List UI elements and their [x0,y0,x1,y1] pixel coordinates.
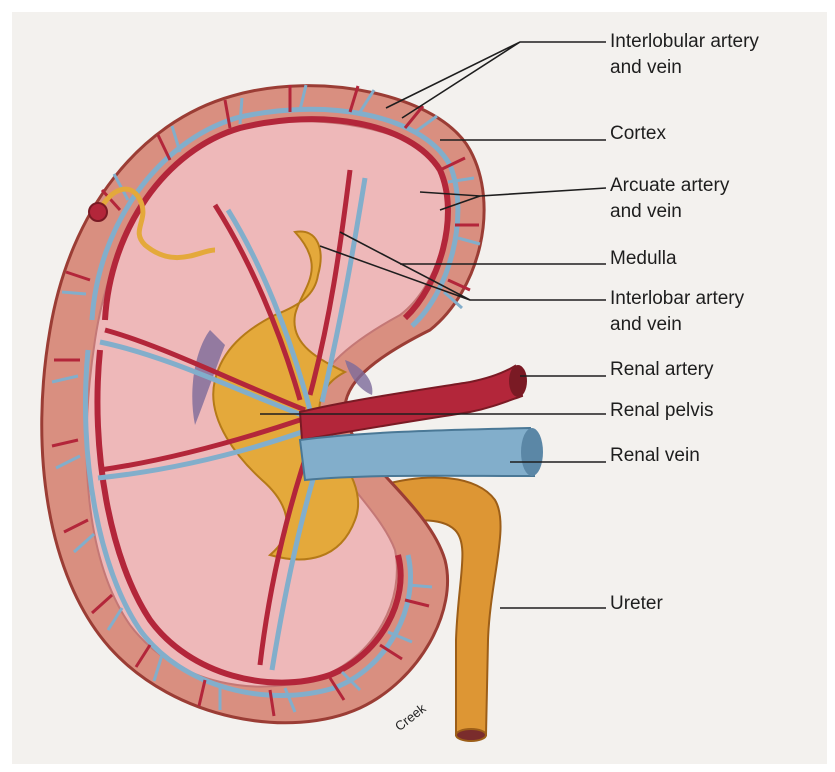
interlobular-branches [51,84,481,717]
label-interlobular-vein: and vein [610,57,682,78]
label-renal-vein: Renal vein [610,445,700,466]
arcuate-vein [82,106,461,699]
label-arcuate-vein: and vein [610,201,682,222]
ureter [371,476,502,736]
renal-vein [298,426,536,482]
label-arcuate-artery: Arcuate artery [610,175,730,196]
leader-arcuate [419,187,607,211]
renal-sinus-shadow-2 [345,360,373,395]
renal-artery [298,364,524,442]
renal-artery-opening [509,365,527,397]
leader-interlobular [385,41,606,119]
ureter-opening [455,728,487,742]
nephron-tubule [97,186,216,261]
label-renal-artery: Renal artery [610,359,714,380]
label-ureter: Ureter [610,593,663,614]
label-interlobar-artery: Interlobar artery [610,288,745,309]
glomerulus [88,202,108,222]
label-interlobular-artery: Interlobular artery [610,31,759,52]
label-interlobar-vein: and vein [610,314,682,335]
leader-interlobar [319,231,606,301]
label-renal-pelvis: Renal pelvis [610,400,714,421]
label-medulla: Medulla [610,248,677,269]
label-cortex: Cortex [610,123,666,144]
leader-lines [260,41,607,609]
renal-vein-opening [521,428,543,476]
